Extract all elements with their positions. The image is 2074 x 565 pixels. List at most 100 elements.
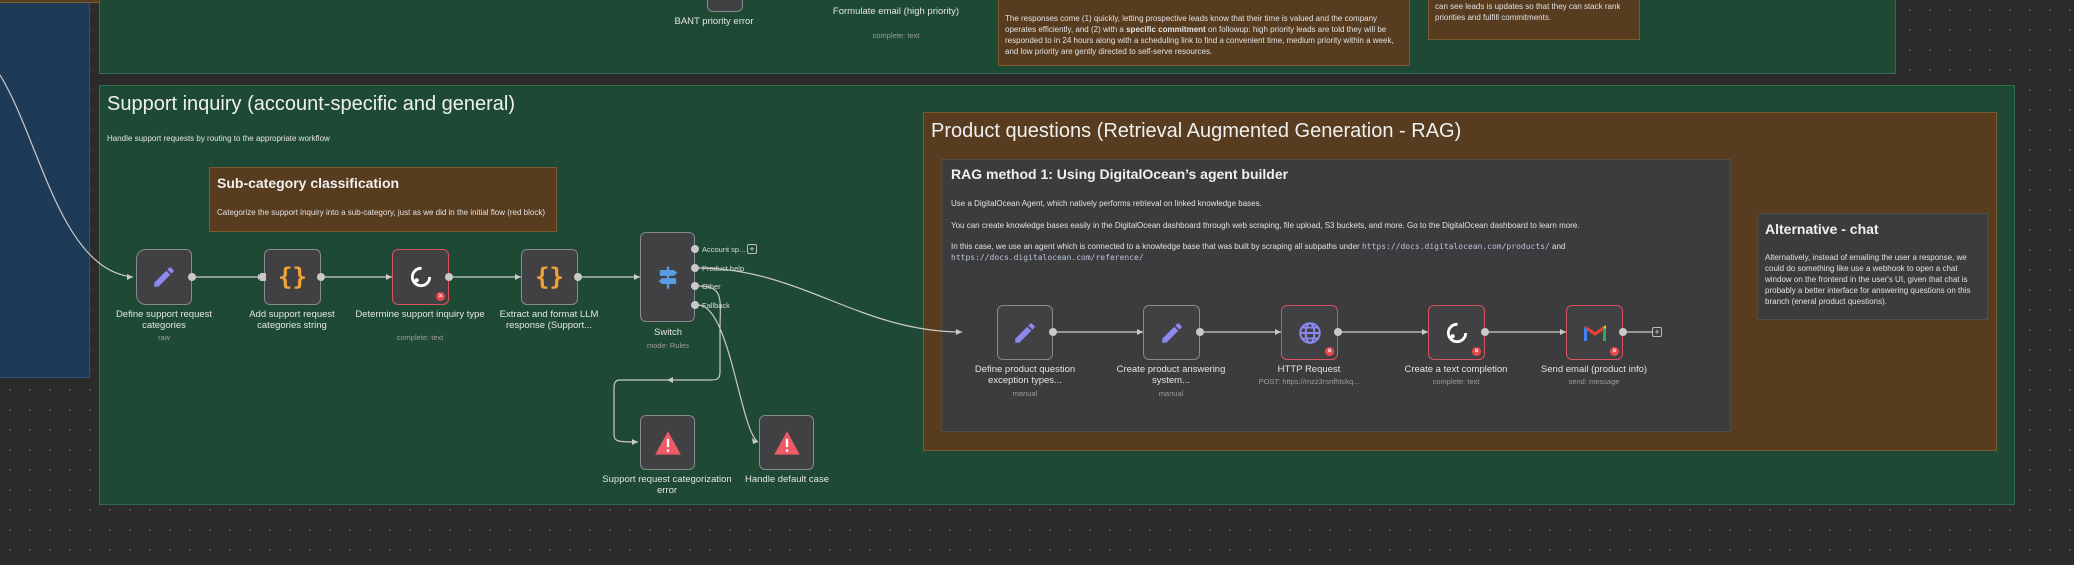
categorization-error-node[interactable] xyxy=(640,415,695,470)
create-system-node[interactable] xyxy=(1143,305,1200,360)
rag-url-products[interactable]: https://docs.digitalocean.com/products/ xyxy=(1361,242,1550,251)
completion-sub: complete: text xyxy=(1432,377,1480,386)
extract-output-port[interactable] xyxy=(574,273,582,281)
email-sub: send: message xyxy=(1568,377,1620,386)
left-blue-group xyxy=(0,0,90,378)
pencil-icon xyxy=(1015,322,1035,343)
warning-triangle-icon xyxy=(654,430,681,455)
define-exception-sub: manual xyxy=(1012,389,1038,398)
create-system-sub: manual xyxy=(1158,389,1184,398)
completion-label: Create a text completion xyxy=(1404,364,1508,375)
subcategory-title: Sub-category classification xyxy=(217,175,400,191)
switch-node[interactable] xyxy=(640,232,695,322)
switch-label-product: Product help xyxy=(702,264,745,273)
email-add-button[interactable]: + xyxy=(1652,327,1662,337)
subcategory-note: Sub-category classification Categorize t… xyxy=(209,167,557,232)
determine-sub: complete: text xyxy=(396,333,444,342)
http-output-port[interactable] xyxy=(1334,328,1342,336)
categorization-error-label: Support request categorization error xyxy=(602,474,732,496)
define-exception-output-port[interactable] xyxy=(1049,328,1057,336)
openai-icon xyxy=(410,266,431,288)
extract-format-node[interactable]: {} xyxy=(521,249,578,305)
support-description: Handle support requests by routing to th… xyxy=(107,134,330,143)
add-categories-input-port[interactable] xyxy=(260,273,266,281)
send-email-node[interactable]: × xyxy=(1566,305,1623,360)
define-categories-label: Define support request categories xyxy=(115,309,213,331)
default-case-node[interactable] xyxy=(759,415,814,470)
top-note-2: can see leads is updates so that they ca… xyxy=(1428,0,1640,40)
text-completion-node[interactable]: × xyxy=(1428,305,1485,360)
add-categories-output-port[interactable] xyxy=(317,273,325,281)
openai-icon xyxy=(1446,322,1467,343)
http-request-node[interactable]: × xyxy=(1281,305,1338,360)
switch-label-fallback: Fallback xyxy=(702,301,730,310)
bant-node[interactable] xyxy=(707,0,743,12)
define-categories-output-port[interactable] xyxy=(188,273,196,281)
determine-inquiry-type-node[interactable]: × xyxy=(392,249,449,305)
http-sub: POST: https://mzz3rsnfhtckq... xyxy=(1258,377,1360,386)
switch-sub: mode: Rules xyxy=(646,341,690,350)
http-label: HTTP Request xyxy=(1277,364,1341,375)
rag-p2: You can create knowledge bases easily in… xyxy=(951,221,1580,230)
define-categories-sub: raw xyxy=(157,333,171,342)
warning-triangle-icon xyxy=(773,430,800,455)
rag-p3: In this case, we use an agent which is c… xyxy=(951,241,1721,263)
email-output-port[interactable] xyxy=(1619,328,1627,336)
switch-signpost-icon xyxy=(658,266,677,289)
wire-other-error xyxy=(613,285,721,443)
default-case-label: Handle default case xyxy=(745,474,829,485)
create-system-label: Create product answering system... xyxy=(1116,364,1226,386)
wire-product-http xyxy=(697,267,963,333)
rag-url-reference[interactable]: https://docs.digitalocean.com/reference/ xyxy=(951,253,1144,262)
braces-icon: {} xyxy=(535,263,564,291)
define-categories-node[interactable] xyxy=(136,249,192,305)
product-title: Product questions (Retrieval Augmented G… xyxy=(931,120,1462,142)
error-badge-icon: × xyxy=(1325,347,1334,356)
error-badge-icon: × xyxy=(1472,347,1481,356)
wire-incoming xyxy=(0,74,134,278)
extract-label: Extract and format LLM response (Support… xyxy=(499,309,599,331)
top-note-2-text: can see leads is updates so that they ca… xyxy=(1435,2,1621,22)
top-note-1: The responses come (1) quickly, letting … xyxy=(998,0,1410,66)
wire-fallback-default xyxy=(697,304,759,443)
switch-label-account: Account sp... xyxy=(702,245,746,254)
switch-label-other: Other xyxy=(702,282,721,291)
braces-icon: {} xyxy=(278,263,307,291)
switch-output-product[interactable] xyxy=(691,264,699,272)
pencil-icon xyxy=(154,267,174,287)
determine-output-port[interactable] xyxy=(445,273,453,281)
formulate-sub: complete: text xyxy=(872,31,920,40)
define-exception-label: Define product question exception types.… xyxy=(974,364,1076,386)
alternative-chat-note: Alternative - chat Alternatively, instea… xyxy=(1757,213,1988,320)
completion-output-port[interactable] xyxy=(1481,328,1489,336)
switch-output-fallback[interactable] xyxy=(691,301,699,309)
email-label: Send email (product info) xyxy=(1540,364,1648,375)
rag-title: RAG method 1: Using DigitalOcean’s agent… xyxy=(951,166,1289,182)
switch-add-button[interactable]: + xyxy=(747,244,757,254)
rag-p3-text: In this case, we use an agent which is c… xyxy=(951,242,1360,251)
create-system-output-port[interactable] xyxy=(1196,328,1204,336)
error-badge-icon: × xyxy=(1610,347,1619,356)
add-categories-label: Add support request categories string xyxy=(249,309,335,331)
subcategory-description: Categorize the support inquiry into a su… xyxy=(217,208,546,217)
determine-label: Determine support inquiry type xyxy=(355,309,485,320)
rag-and: and xyxy=(1552,242,1566,251)
formulate-label: Formulate email (high priority) xyxy=(832,6,960,17)
rag-p1: Use a DigitalOcean Agent, which natively… xyxy=(951,199,1262,208)
gmail-icon xyxy=(1583,324,1606,341)
switch-output-account[interactable] xyxy=(691,245,699,253)
switch-output-other[interactable] xyxy=(691,282,699,290)
switch-label: Switch xyxy=(654,327,682,338)
error-badge-icon: × xyxy=(436,292,445,301)
globe-icon xyxy=(1298,321,1321,344)
support-title: Support inquiry (account-specific and ge… xyxy=(107,93,515,115)
define-exception-types-node[interactable] xyxy=(997,305,1053,360)
bant-label: BANT priority error xyxy=(674,16,754,27)
add-categories-string-node[interactable]: {} xyxy=(264,249,321,305)
alternative-description: Alternatively, instead of emailing the u… xyxy=(1765,253,1971,306)
rag-method-note: RAG method 1: Using DigitalOcean’s agent… xyxy=(941,159,1731,432)
pencil-icon xyxy=(1161,322,1182,343)
top-note-1-text: The responses come (1) quickly, letting … xyxy=(1005,14,1394,56)
alternative-title: Alternative - chat xyxy=(1765,221,1879,237)
